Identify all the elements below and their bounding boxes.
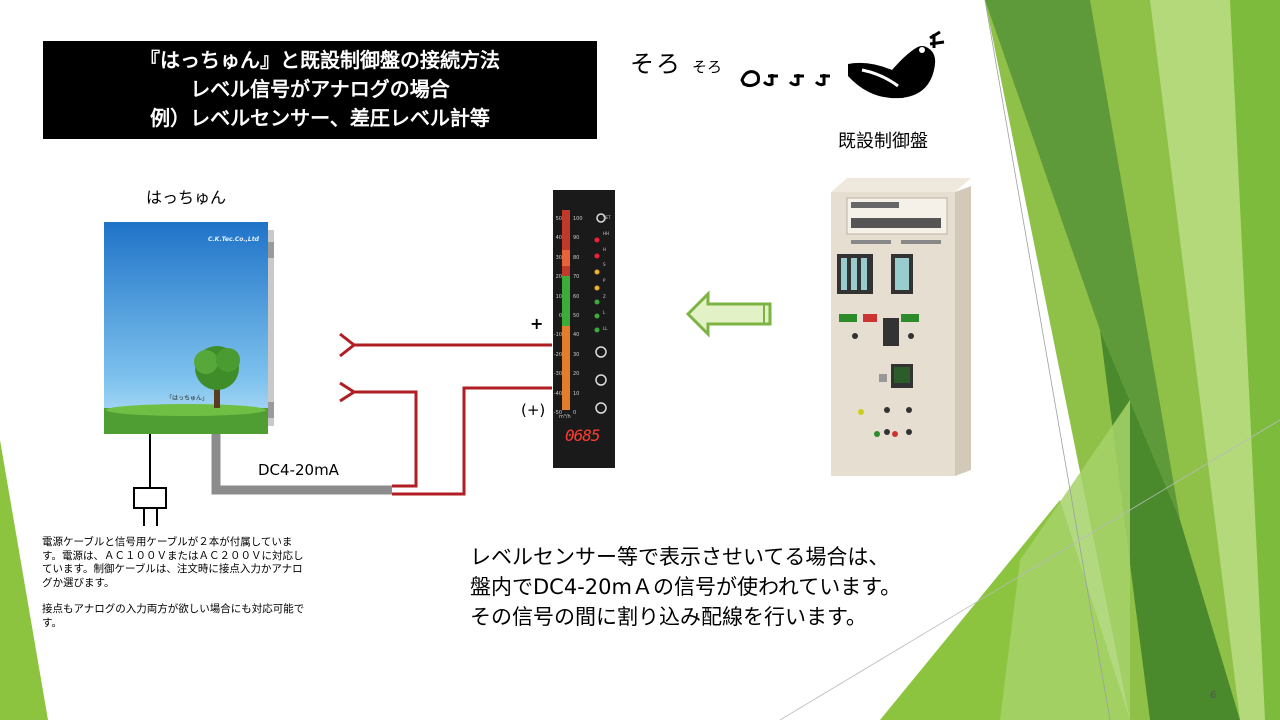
hacchun-device-image — [104, 222, 274, 434]
main-message: レベルセンサー等で表示させいてる場合は、 盤内でDC4-20mＡの信号が使われて… — [470, 542, 901, 632]
title-line-1: 『はっちゅん』と既設制御盤の接続方法 — [140, 48, 500, 72]
tick-label: 10 — [555, 293, 562, 300]
level-meter: 50 40 30 20 10 0 -10 -20 -30 -40 -50 100… — [553, 190, 615, 468]
tick-label: 0 — [558, 313, 562, 320]
arrow-left-icon — [685, 290, 772, 338]
control-panel-drawing — [831, 178, 971, 476]
bird-icon — [740, 30, 945, 99]
tick-label: 40 — [573, 332, 580, 339]
tick-label: -10 — [553, 332, 562, 339]
tick-label: 10 — [573, 390, 580, 397]
chick-icon-2 — [762, 74, 778, 87]
tick-label: -30 — [553, 371, 562, 378]
meter-indicator-labels: SET HH H S P Z L LL — [603, 210, 615, 336]
title-line-3: 例）レベルセンサー、差圧レベル計等 — [150, 106, 490, 130]
bg-thin-line-1 — [984, 0, 1111, 720]
tick-label: 50 — [573, 313, 580, 320]
tick-label: 30 — [573, 351, 580, 358]
meter-scale-right: 100 90 80 70 60 50 40 30 20 10 0 — [573, 210, 587, 423]
wire-cut-bottom — [339, 381, 418, 488]
bird-body-icon — [848, 46, 936, 99]
notes: 電源ケーブルと信号用ケーブルが２本が付属しています。電源は、ＡＣ１００ＶまたはＡ… — [42, 536, 312, 643]
tick-label: 90 — [573, 235, 580, 242]
message-line-2: 盤内でDC4-20mＡの信号が使われています。 — [470, 575, 902, 599]
bg-shape-dark — [985, 0, 1180, 520]
plus-paren-label: (+) — [521, 401, 546, 419]
tick-label: -40 — [553, 390, 562, 397]
hacchun-device: C.K.Tec.Co.,Ltd 「はっちゅん」 — [104, 222, 274, 434]
chick-icon-1 — [740, 70, 760, 88]
indicator-label: L — [603, 309, 606, 315]
signal-cable — [211, 434, 392, 495]
indicator-label: H — [603, 246, 607, 252]
page-number: 6 — [1210, 690, 1217, 701]
message-line-1: レベルセンサー等で表示させいてる場合は、 — [470, 545, 890, 569]
message-line-3: その信号の間に割り込み配線を行います。 — [470, 605, 867, 629]
title-box: 『はっちゅん』と既設制御盤の接続方法 レベル信号がアナログの場合 例）レベルセン… — [43, 41, 597, 139]
indicator-label: Z — [603, 293, 606, 299]
indicator-label: HH — [603, 230, 610, 236]
wire-to-meter-plus — [392, 386, 552, 496]
indicator-label: P — [603, 278, 606, 284]
title-line-2: レベル信号がアナログの場合 — [190, 77, 450, 101]
meter-scale-left: 50 40 30 20 10 0 -10 -20 -30 -40 -50 — [553, 210, 562, 423]
bg-shape-darkest — [1100, 330, 1240, 720]
control-panel-image — [831, 178, 971, 476]
tick-label: 0 — [573, 410, 577, 417]
tick-label: 50 — [555, 216, 562, 222]
meter-unit: m³/h — [559, 414, 571, 420]
bg-shape-lower-fade — [1000, 400, 1130, 720]
tick-label: 80 — [573, 254, 580, 261]
hacchun-brand: C.K.Tec.Co.,Ltd — [208, 236, 259, 243]
tick-label: -20 — [553, 351, 562, 358]
plus-label: + — [530, 314, 544, 333]
logo-text-small: そろ — [692, 58, 723, 76]
hacchun-label: はっちゅん — [146, 188, 227, 207]
chick-icon-3 — [788, 74, 804, 87]
meter-readout: 0685 — [565, 426, 601, 445]
tick-label: 60 — [573, 293, 580, 300]
tick-label: 20 — [555, 274, 562, 281]
level-meter-body — [553, 190, 615, 468]
signal-label: DC4-20mA — [258, 461, 339, 479]
bg-thin-line-2 — [779, 419, 1280, 720]
bg-shape-left-bottom — [0, 440, 48, 720]
panel-label: 既設制御盤 — [838, 131, 928, 152]
chick-icon-4 — [814, 74, 830, 87]
hacchun-sign: 「はっちゅん」 — [166, 395, 209, 402]
tick-label: 20 — [573, 371, 580, 378]
tick-label: -50 — [553, 410, 562, 417]
tick-label: 100 — [573, 216, 583, 222]
indicator-label: S — [603, 262, 606, 268]
tick-label: 40 — [555, 235, 562, 242]
tick-label: 30 — [555, 254, 562, 261]
indicator-label: SET — [603, 215, 611, 220]
wire-cut-top — [339, 332, 552, 358]
indicator-label: LL — [603, 325, 608, 331]
notes-paragraph-2: 接点もアナログの入力両方が欲しい場合にも対応可能です。 — [42, 603, 305, 629]
power-plug — [133, 487, 167, 509]
tick-label: 70 — [573, 274, 580, 281]
logo: そろ そろ — [630, 30, 950, 100]
notes-paragraph-1: 電源ケーブルと信号用ケーブルが２本が付属しています。電源は、ＡＣ１００ＶまたはＡ… — [42, 536, 304, 589]
logo-text-large: そろ — [630, 50, 682, 78]
bg-shape-right-strip — [1230, 0, 1280, 720]
